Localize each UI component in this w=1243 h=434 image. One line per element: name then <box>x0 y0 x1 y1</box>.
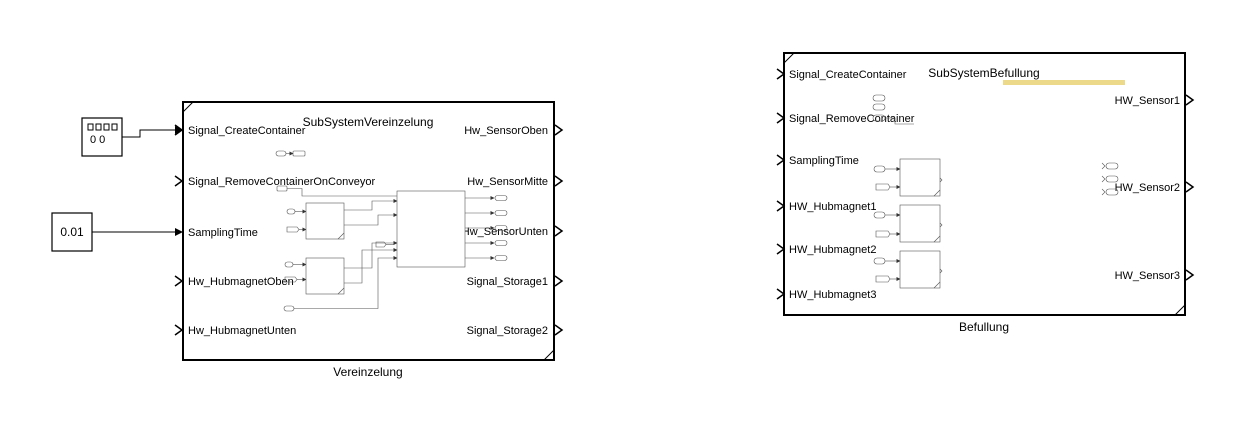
subsystem-title: SubSystemBefullung <box>928 66 1039 80</box>
output-port-signal-storage1[interactable]: Signal_Storage1 <box>467 275 564 288</box>
output-port-hw-sensorunten[interactable]: Hw_SensorUnten <box>462 225 564 238</box>
digital-clock-block[interactable]: 0 0 <box>81 117 183 157</box>
subsystem-name[interactable]: Befullung <box>959 320 1009 334</box>
subsystem-internal-preview <box>275 150 508 312</box>
output-port-hw-sensor3[interactable]: HW_Sensor3 <box>1115 269 1195 282</box>
port-label: Signal_Storage2 <box>467 325 548 337</box>
port-label: HW_Hubmagnet1 <box>789 201 876 213</box>
subsystem-name[interactable]: Vereinzelung <box>333 365 402 379</box>
input-port-hw-hubmagnet3[interactable]: HW_Hubmagnet3 <box>776 288 876 301</box>
port-label: HW_Sensor2 <box>1115 182 1180 194</box>
input-port-hw-hubmagnet1[interactable]: HW_Hubmagnet1 <box>776 200 876 213</box>
input-port-signal-removecontainer[interactable]: Signal_RemoveContainer <box>776 112 915 125</box>
subsystem-befullung[interactable]: SubSystemBefullung Signal_CreateContaine… <box>776 52 1195 334</box>
port-label: Hw_SensorMitte <box>467 176 548 188</box>
input-port-signal-removecontaineronconveyor[interactable]: Signal_RemoveContainerOnConveyor <box>174 175 375 188</box>
subsystem-corner-mark <box>182 101 194 113</box>
port-label: HW_Hubmagnet3 <box>789 289 876 301</box>
subsystem-corner-mark <box>783 52 795 64</box>
port-label: SamplingTime <box>789 155 859 167</box>
clock-signal-line[interactable] <box>122 126 183 138</box>
input-port-signal-createcontainer[interactable]: Signal_CreateContainer <box>776 68 907 81</box>
input-port-hw-hubmagnetunten[interactable]: Hw_HubmagnetUnten <box>174 324 296 337</box>
subsystem-vereinzelung[interactable]: SubSystemVereinzelung Signal_CreateConta… <box>174 101 564 379</box>
port-label: HW_Hubmagnet2 <box>789 244 876 256</box>
subsystem-title: SubSystemVereinzelung <box>303 115 434 129</box>
subsystem-corner-mark <box>543 349 555 361</box>
port-label: Signal_CreateContainer <box>188 125 306 137</box>
port-label: SamplingTime <box>188 227 258 239</box>
input-port-samplingtime[interactable]: SamplingTime <box>776 154 859 167</box>
constant-value: 0.01 <box>60 225 84 239</box>
input-port-signal-createcontainer[interactable]: Signal_CreateContainer <box>174 124 306 137</box>
port-label: HW_Sensor3 <box>1115 270 1180 282</box>
port-label: Hw_SensorOben <box>464 125 548 137</box>
output-port-hw-sensormitte[interactable]: Hw_SensorMitte <box>467 175 564 188</box>
port-label: Signal_RemoveContainer <box>789 113 915 125</box>
port-label: Signal_CreateContainer <box>789 69 907 81</box>
subsystem-internal-preview <box>872 94 1119 289</box>
port-label: HW_Sensor1 <box>1115 95 1180 107</box>
port-label: Signal_RemoveContainerOnConveyor <box>188 176 375 188</box>
port-label: Hw_HubmagnetOben <box>188 276 294 288</box>
highlight-bar <box>1003 80 1125 85</box>
subsystem-corner-mark <box>1174 304 1186 316</box>
output-port-hw-sensoroben[interactable]: Hw_SensorOben <box>464 124 564 137</box>
input-port-samplingtime[interactable]: SamplingTime <box>188 227 258 239</box>
output-port-signal-storage2[interactable]: Signal_Storage2 <box>467 324 564 337</box>
port-label: Hw_SensorUnten <box>462 226 548 238</box>
port-label: Signal_Storage1 <box>467 276 548 288</box>
clock-icon <box>87 123 118 131</box>
constant-block[interactable]: 0.01 <box>51 212 183 252</box>
output-port-hw-sensor2[interactable]: HW_Sensor2 <box>1115 181 1195 194</box>
input-port-hw-hubmagnet2[interactable]: HW_Hubmagnet2 <box>776 243 876 256</box>
port-label: Hw_HubmagnetUnten <box>188 325 296 337</box>
output-port-hw-sensor1[interactable]: HW_Sensor1 <box>1115 94 1195 107</box>
clock-value: 0 0 <box>90 134 105 146</box>
input-port-hw-hubmagnetoben[interactable]: Hw_HubmagnetOben <box>174 275 294 288</box>
